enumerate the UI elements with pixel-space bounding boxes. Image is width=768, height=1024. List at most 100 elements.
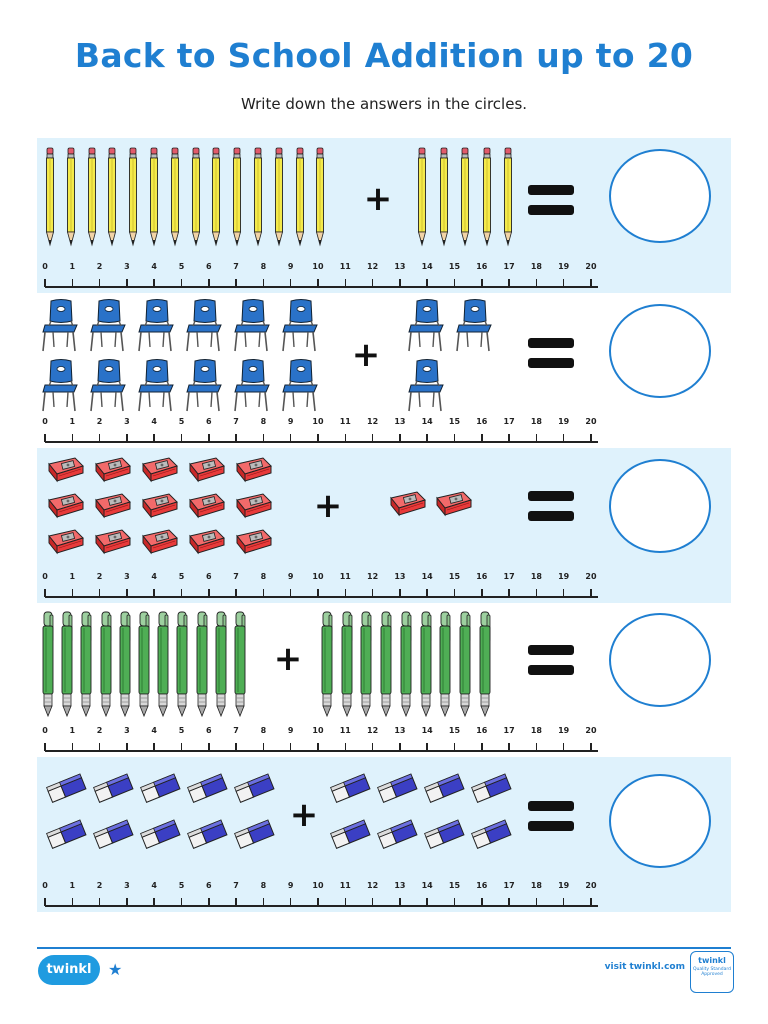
number-line-label: 11 [339,262,351,271]
number-line-tick [153,589,155,597]
number-line-tick [562,898,565,906]
number-line-label: 8 [260,881,267,890]
number-line-tick [344,743,347,751]
answer-circle[interactable] [609,613,711,707]
number-line-tick [289,589,292,597]
number-line-label: 16 [476,417,488,426]
number-line-label: 6 [206,726,212,735]
sharpener-icon [48,493,84,519]
number-line-label: 11 [339,726,351,735]
number-line-label: 19 [558,417,570,426]
number-line-label: 13 [394,417,406,426]
number-line-tick [180,589,183,597]
pencil-icon [149,147,159,247]
number-line-label: 2 [96,417,103,426]
answer-circle[interactable] [609,459,711,553]
number-line-tick [508,589,510,597]
pencil-icon [212,147,221,247]
number-line-label: 13 [394,262,406,271]
number-line-label: 4 [151,726,157,735]
number-line-tick [126,898,128,906]
pen-icon [479,611,491,718]
pencil-icon [417,147,427,247]
number-line-label: 16 [476,572,488,581]
number-line-label: 3 [124,262,130,271]
number-line-tick [44,743,46,751]
number-line-label: 2 [96,881,103,890]
chair-icon [90,299,126,352]
number-line-tick [98,434,101,442]
number-line-tick [153,279,155,287]
chair-icon [282,299,318,352]
visit-link[interactable]: visit twinkl.com [604,962,685,972]
number-line-label: 5 [178,572,185,581]
number-line-tick [180,279,183,287]
number-line-label: 6 [206,572,212,581]
pen-icon [80,611,92,718]
number-line-label: 14 [421,726,433,735]
number-line-label: 19 [558,726,570,735]
number-line-tick [426,434,428,442]
pen-icon [459,611,471,718]
pen-icon [119,611,131,718]
number-line-label: 1 [69,881,76,890]
number-line-label: 9 [287,572,294,581]
equals-sign [528,338,574,368]
sharpener-icon [142,457,178,483]
number-line-label: 5 [178,417,185,426]
number-line-tick [153,434,155,442]
chair-icon [282,359,318,412]
page-title: Back to School Addition up to 20 [74,36,694,75]
number-line-tick [126,743,128,751]
answer-circle[interactable] [609,774,711,868]
number-line-label: 12 [367,262,379,271]
number-line-tick [399,743,401,751]
number-line-label: 12 [367,726,379,735]
eraser-icon [46,819,87,849]
number-line-label: 7 [233,417,239,426]
number-line-label: 12 [367,572,379,581]
chair-icon [138,359,174,412]
eraser-icon [93,773,134,803]
number-line-label: 13 [394,881,406,890]
equals-sign [528,645,574,675]
number-line-tick [235,898,237,906]
number-line-tick [44,279,46,287]
pen-icon [100,611,112,718]
instructions: Write down the answers in the circles. [240,95,528,113]
number-line-label: 17 [503,417,515,426]
pencil-icon [274,147,283,247]
number-line-axis [45,441,598,443]
answer-circle[interactable] [609,149,711,243]
number-line-tick [590,898,592,906]
chair-icon [186,359,222,412]
pencil-icon [66,147,75,247]
eraser-icon [377,819,418,849]
number-line-tick [44,434,46,442]
number-line-tick [426,898,428,906]
pencil-icon [316,147,325,247]
number-line-tick [508,898,510,906]
number-line-tick [289,279,292,287]
chair-icon [456,299,492,352]
number-line-label: 19 [558,881,570,890]
number-line-label: 4 [151,262,157,271]
number-line-label: 14 [421,572,433,581]
number-line-tick [289,898,292,906]
number-line-label: 8 [260,726,267,735]
number-line-tick [44,898,46,906]
number-line-tick [71,279,74,287]
number-line-tick [98,589,101,597]
chair-icon [42,299,78,352]
pencil-icon [129,147,138,247]
number-line-tick [98,279,101,287]
number-line-label: 6 [206,881,212,890]
answer-circle[interactable] [609,304,711,398]
number-line-axis [45,286,598,288]
number-line-tick [289,434,292,442]
